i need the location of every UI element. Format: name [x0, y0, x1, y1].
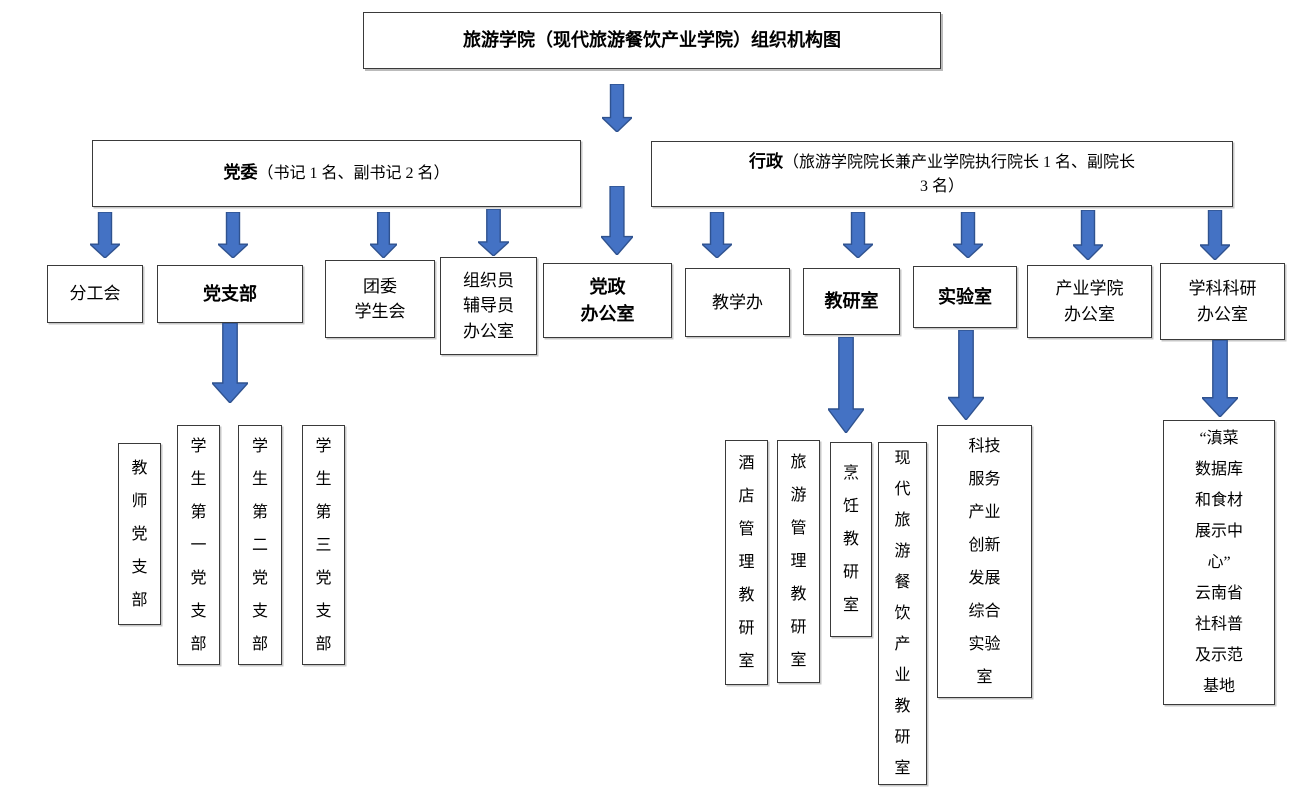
- down-arrow: [953, 212, 983, 258]
- node-discipline-research-office: 学科科研办公室: [1160, 263, 1285, 340]
- student-party-branch-3-text: 学生第三党支部: [315, 437, 332, 653]
- node-diancai-database-base: “滇菜数据库和食材展示中心”云南省社科普及示范基地: [1163, 420, 1275, 705]
- teacher-party-branch-text: 教师党支部: [131, 459, 148, 609]
- node-student-party-branch-3: 学生第三党支部: [302, 425, 345, 665]
- node-sci-tech-service-lab: 科技服务产业创新发展综合实验室: [937, 425, 1032, 698]
- node-hotel-management-tro: 酒店管理教研室: [725, 440, 768, 685]
- student-party-branch-1-text: 学生第一党支部: [190, 437, 207, 653]
- node-laboratory: 实验室: [913, 266, 1017, 328]
- party-committee-desc: （书记 1 名、副书记 2 名）: [257, 165, 450, 183]
- down-arrow: [212, 323, 248, 403]
- down-arrow: [1073, 210, 1103, 260]
- down-arrow: [948, 330, 984, 420]
- administration-desc: （旅游学院院长兼产业学院执行院长 1 名、副院长: [782, 154, 1135, 172]
- diancai-database-base-text: “滇菜数据库和食材展示中心”云南省社科普及示范基地: [1194, 430, 1243, 695]
- node-party-committee: 党委（书记 1 名、副书记 2 名）: [92, 140, 581, 207]
- down-arrow: [843, 212, 873, 258]
- node-modern-tourism-catering-tro: 现代旅游餐饮产业教研室: [878, 442, 927, 785]
- node-teaching-research-office: 教研室: [803, 268, 900, 335]
- down-arrow: [218, 212, 248, 258]
- node-culinary-tro: 烹饪教研室: [830, 442, 872, 637]
- node-youth-league-student-union: 团委学生会: [325, 260, 435, 338]
- administration-line1: 行政（旅游学院院长兼产业学院执行院长 1 名、副院长: [749, 150, 1135, 175]
- party-committee-label: 党委（书记 1 名、副书记 2 名）: [223, 161, 449, 186]
- down-arrow: [1200, 210, 1230, 260]
- down-arrow: [702, 212, 732, 258]
- down-arrow: [1202, 340, 1238, 417]
- node-student-party-branch-2: 学生第二党支部: [238, 425, 282, 665]
- down-arrow: [478, 209, 509, 256]
- sci-tech-service-lab-text: 科技服务产业创新发展综合实验室: [968, 437, 1001, 686]
- node-party-branch: 党支部: [157, 265, 303, 323]
- down-arrow: [602, 84, 632, 132]
- down-arrow: [90, 212, 120, 258]
- node-party-admin-office: 党政办公室: [543, 263, 672, 338]
- node-union: 分工会: [47, 265, 143, 323]
- culinary-tro-text: 烹饪教研室: [842, 465, 859, 614]
- node-chart-title: 旅游学院（现代旅游餐饮产业学院）组织机构图: [363, 12, 941, 69]
- node-industry-college-office: 产业学院办公室: [1027, 265, 1152, 338]
- party-committee-name: 党委: [223, 163, 258, 183]
- administration-line2: 3 名）: [919, 177, 964, 195]
- down-arrow: [601, 186, 633, 255]
- node-teacher-party-branch: 教师党支部: [118, 443, 161, 625]
- node-student-party-branch-1: 学生第一党支部: [177, 425, 220, 665]
- tourism-management-tro-text: 旅游管理教研室: [790, 454, 807, 669]
- modern-tourism-catering-tro-text: 现代旅游餐饮产业教研室: [894, 450, 911, 777]
- hotel-management-tro-text: 酒店管理教研室: [738, 455, 755, 670]
- node-organizer-counselor-office: 组织员辅导员办公室: [440, 257, 537, 355]
- down-arrow: [828, 337, 864, 433]
- node-tourism-management-tro: 旅游管理教研室: [777, 440, 820, 683]
- administration-name: 行政: [748, 152, 783, 172]
- node-administration: 行政（旅游学院院长兼产业学院执行院长 1 名、副院长 3 名）: [651, 141, 1233, 207]
- down-arrow: [370, 212, 397, 258]
- student-party-branch-2-text: 学生第二党支部: [251, 437, 268, 653]
- node-teaching-office: 教学办: [685, 268, 790, 337]
